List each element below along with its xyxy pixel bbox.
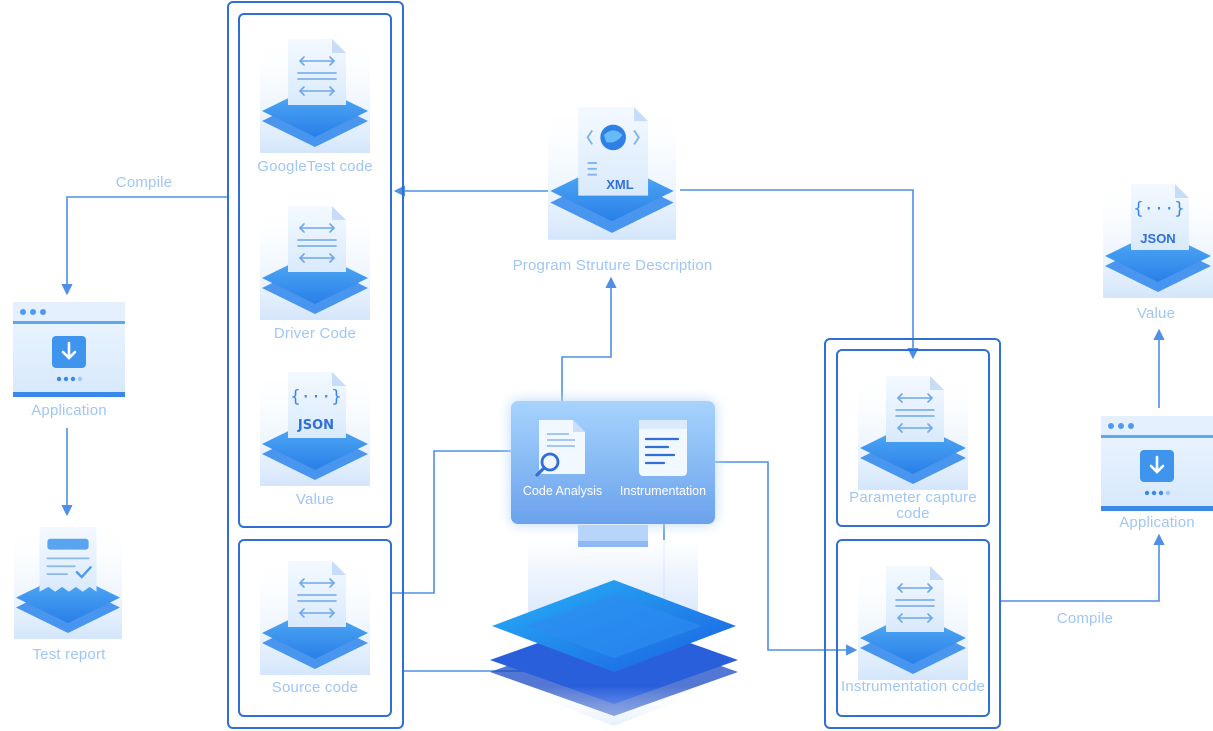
compile-label-left: Compile	[115, 174, 173, 191]
driver-code-label: Driver Code	[273, 325, 357, 342]
instrumentation-code-icon	[858, 560, 968, 680]
application-window-icon-left	[13, 302, 125, 397]
compile-label-right: Compile	[1056, 610, 1114, 627]
test-report-label: Test report	[32, 646, 106, 663]
json-badge: JSON	[297, 418, 335, 433]
code-analysis-label: Code Analysis	[522, 484, 603, 498]
driver-code-icon	[260, 200, 370, 320]
application-label-left: Application	[31, 402, 107, 419]
source-code-icon	[260, 555, 370, 675]
parameter-capture-frame	[836, 349, 990, 527]
test-report-icon	[14, 521, 122, 639]
source-code-label: Source code	[271, 679, 359, 696]
instrumentation-code-frame	[836, 539, 990, 717]
json-badge-right: JSON	[1140, 231, 1176, 246]
value-label-right: Value	[1136, 305, 1176, 322]
program-description-label: Program Struture Description	[512, 257, 713, 274]
instrumentation-label: Instrumentation	[619, 484, 707, 498]
left-stack-outer-frame	[227, 1, 404, 729]
googletest-code-icon	[260, 33, 370, 153]
generated-code-frame	[238, 13, 392, 528]
xml-badge: XML	[606, 177, 634, 192]
parameter-capture-icon	[858, 370, 968, 490]
code-analysis-icon[interactable]	[535, 418, 589, 478]
application-label-right: Application	[1119, 514, 1195, 531]
parameter-capture-label: Parameter capture code	[849, 489, 977, 522]
monitor-base	[578, 541, 648, 547]
right-stack-outer-frame	[824, 338, 1001, 729]
instrumentation-icon[interactable]	[638, 419, 688, 477]
instrumentation-code-label: Instrumentation code	[840, 678, 986, 695]
value-label-left: Value	[295, 491, 335, 508]
application-window-icon-right	[1101, 416, 1213, 511]
source-code-frame	[238, 539, 392, 717]
platform-stack	[490, 580, 738, 726]
xml-document-icon	[548, 100, 676, 240]
googletest-code-label: GoogleTest code	[257, 158, 373, 175]
